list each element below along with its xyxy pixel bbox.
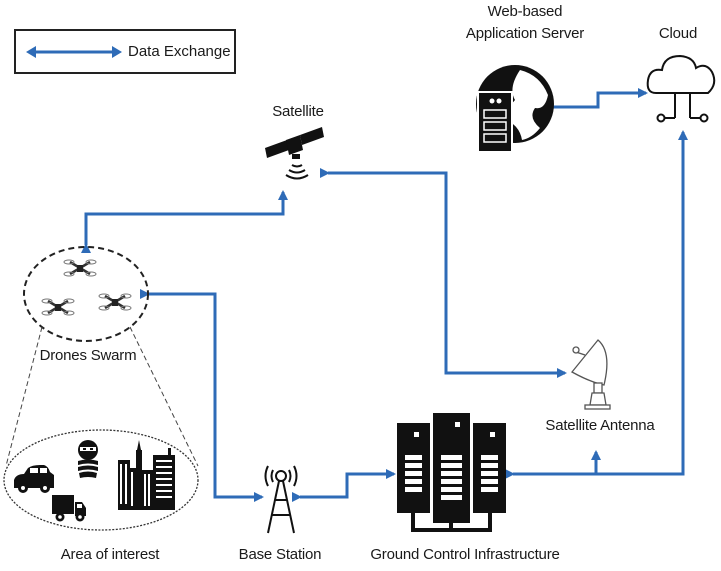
drone-icon [41,298,75,316]
connector-basestation-drones [140,289,264,502]
satellite-label: Satellite [272,103,324,120]
server-racks-icon [397,413,506,532]
legend-double-arrow-icon [26,46,122,58]
web-server-label-line2: Application Server [465,25,585,42]
radio-tower-icon [264,465,298,534]
drones-swarm-boundary [23,246,149,342]
connector-cloud-webserver [542,88,648,112]
truck-icon [52,495,86,522]
connector-basestation-ground [292,469,396,502]
area-of-interest-boundary [3,429,199,531]
web-server-label-line1: Web-based [487,3,563,20]
connector-satellite-drones [81,190,288,253]
connector-ground-cloud [505,130,688,479]
connector-satellite-antenna [320,168,567,378]
satellite-icon [265,127,324,180]
satellite-dish-icon [571,339,611,410]
satellite-antenna-label: Satellite Antenna [545,417,655,434]
drone-icon [63,259,97,277]
cloud-network-icon [646,54,716,123]
cloud-label: Cloud [658,25,698,42]
projection-line-right [129,326,199,467]
drones-swarm-label: Drones Swarm [39,347,137,364]
area-of-interest-label: Area of interest [60,546,160,563]
drone-icon [98,293,132,311]
legend-label: Data Exchange [128,43,231,60]
base-station-label: Base Station [238,546,322,563]
legend-box: Data Exchange [14,29,236,74]
masked-person-icon [78,440,98,478]
city-buildings-icon [118,440,175,510]
globe-server-icon [476,65,554,153]
car-icon [14,465,54,493]
ground-control-label: Ground Control Infrastructure [370,546,560,563]
